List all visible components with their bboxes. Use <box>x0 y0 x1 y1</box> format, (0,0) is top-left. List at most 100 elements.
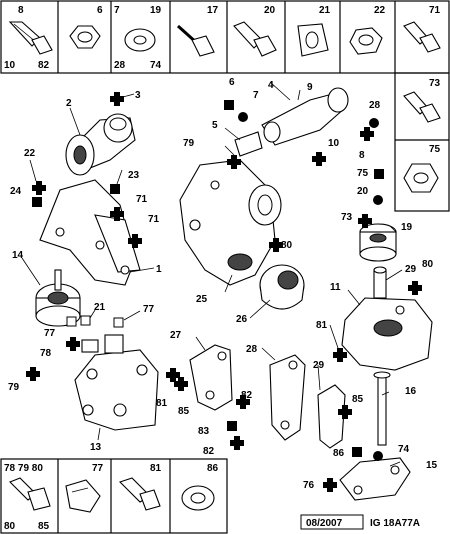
bolt-icon <box>8 21 53 55</box>
callout-2: 2 <box>66 98 72 109</box>
long-bolt-part-16 <box>373 371 391 446</box>
callout-82: 81 <box>156 398 168 409</box>
open-square-77 <box>113 317 124 328</box>
clip-icon <box>65 479 101 513</box>
leader-lines <box>21 81 403 467</box>
footer-reference: 08/2007 IG 18A77A <box>300 514 420 530</box>
label-73: 73 <box>429 78 441 89</box>
clip-part-5 <box>234 131 263 157</box>
top-fastener-strip: 8 10 82 6 7 19 28 74 17 20 <box>0 0 450 74</box>
bolt-icon <box>403 91 441 123</box>
label-75: 75 <box>429 144 441 155</box>
dot-marker-74 <box>373 451 383 461</box>
square-marker-86 <box>352 447 362 457</box>
callout-29: 29 <box>405 264 417 275</box>
callout-19: 20 <box>357 186 369 197</box>
label-71: 71 <box>429 5 441 16</box>
cross-marker-81b <box>333 348 347 362</box>
label-82: 82 <box>38 60 50 71</box>
label-10: 10 <box>4 60 16 71</box>
open-square-17 <box>80 315 91 326</box>
rubber-bush-part-24 <box>259 264 305 310</box>
callout-15: 15 <box>426 460 438 471</box>
label-78-79-80: 78 79 80 <box>4 463 43 474</box>
bracket-part-27 <box>317 384 346 449</box>
support-part-11 <box>341 297 433 371</box>
callout-77b: 77 <box>44 328 56 339</box>
footer-ref: IG 18A77A <box>370 518 420 529</box>
label-6: 6 <box>97 5 103 16</box>
label-19: 19 <box>150 5 162 16</box>
callout-84: 83 <box>198 426 210 437</box>
callout-80b: 80 <box>281 240 293 251</box>
bracket-part-25 <box>189 344 233 411</box>
callout-20: 22 <box>24 148 36 159</box>
rubber-buffer-icon <box>297 23 329 57</box>
label-80: 80 <box>4 521 16 532</box>
flange-bolt-icon <box>233 21 277 57</box>
callout-1: 1 <box>156 264 162 275</box>
spacer-part-29 <box>373 266 387 299</box>
cross-marker-79 <box>26 367 40 381</box>
cross-marker-3 <box>110 92 124 106</box>
bracket-part-26 <box>269 354 306 441</box>
cross-marker-78 <box>66 337 80 351</box>
cross-marker-76 <box>323 478 337 492</box>
callout-24: 26 <box>236 314 248 325</box>
callout-28: 28 <box>369 100 381 111</box>
callout-17: 21 <box>94 302 106 313</box>
cross-marker-81 <box>408 281 422 295</box>
callout-77: 77 <box>143 304 155 315</box>
dot-marker-7 <box>238 112 248 122</box>
callout-27: 29 <box>313 360 325 371</box>
cross-marker-8 <box>360 127 374 141</box>
callout-26: 28 <box>246 344 258 355</box>
cross-marker-71b <box>128 234 142 248</box>
callout-75: 75 <box>357 168 369 179</box>
callout-16: 16 <box>405 386 417 397</box>
callout-10: 10 <box>328 138 340 149</box>
callout-8: 8 <box>359 150 365 161</box>
callout-13: 13 <box>90 442 102 453</box>
callout-18: 19 <box>401 222 413 233</box>
label-22: 22 <box>374 5 386 16</box>
label-20: 20 <box>264 5 276 16</box>
torque-rod-part-2 <box>65 113 136 176</box>
callout-21: 23 <box>128 170 140 181</box>
square-marker-75 <box>374 169 384 179</box>
dot-marker-28 <box>369 118 379 128</box>
callout-85b: 85 <box>352 394 364 405</box>
callout-74: 74 <box>398 444 410 455</box>
upper-link-part-4 <box>261 87 349 146</box>
bottom-fastener-strip: 78 79 80 80 85 77 81 86 <box>0 458 228 534</box>
mount-part-18 <box>359 223 397 262</box>
callout-25: 27 <box>170 330 182 341</box>
callout-11: 11 <box>330 282 341 293</box>
stud-bolt-icon <box>176 24 215 57</box>
cross-marker-85 <box>174 377 188 391</box>
short-bolt-icon <box>403 21 441 53</box>
cross-marker-83 <box>236 395 250 409</box>
callout-23: 25 <box>196 294 208 305</box>
gearbox-bracket-part-23 <box>179 159 282 286</box>
callout-80: 79 <box>183 138 195 149</box>
callout-14: 14 <box>12 250 24 261</box>
callout-81b: 81 <box>316 320 328 331</box>
callout-76: 76 <box>303 480 315 491</box>
open-square-77b <box>66 316 77 327</box>
label-21: 21 <box>319 5 331 16</box>
callout-5: 5 <box>212 120 218 131</box>
engine-support-part-13 <box>74 334 159 431</box>
flange-nut-icon <box>349 27 383 55</box>
callout-3: 3 <box>135 90 141 101</box>
marker-symbols <box>26 92 422 492</box>
label-81: 81 <box>150 463 162 474</box>
label-77: 77 <box>92 463 104 474</box>
callout-73: 73 <box>341 212 353 223</box>
engine-bracket-part-1 <box>39 179 141 286</box>
callout-22: 24 <box>10 186 22 197</box>
callout-71: 71 <box>136 194 148 205</box>
cross-marker-20 <box>32 181 46 195</box>
plate-part-15 <box>339 457 411 501</box>
